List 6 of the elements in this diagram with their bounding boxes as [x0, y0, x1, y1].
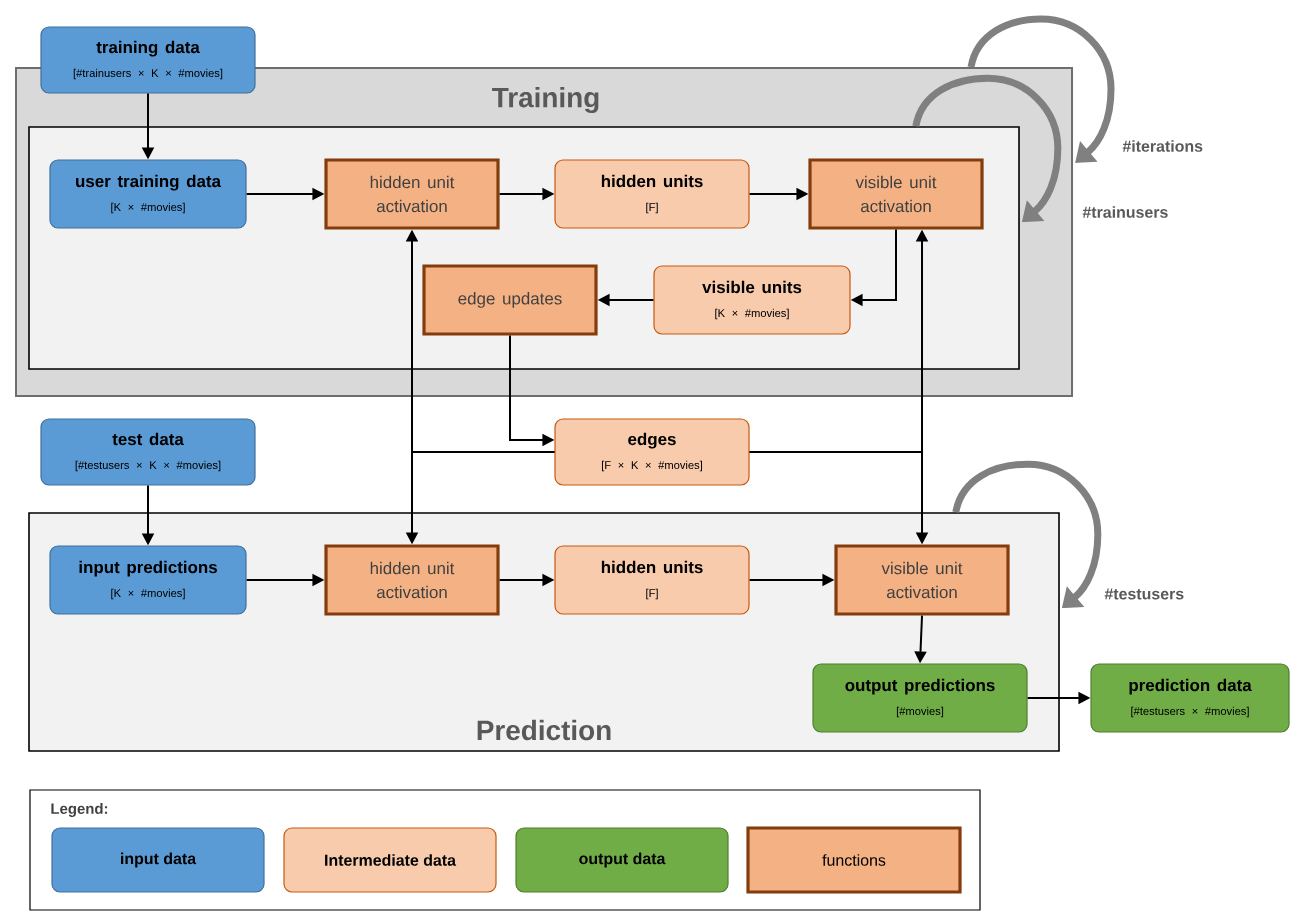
- function-box: hidden unit activation: [324, 158, 500, 230]
- function-box: hidden unit activation: [324, 544, 500, 616]
- function-box: visible unit activation: [808, 158, 984, 230]
- loop-arrow: [967, 15, 1115, 163]
- function-box: edge updates: [422, 264, 598, 336]
- function-box: visible unit activation: [834, 544, 1010, 616]
